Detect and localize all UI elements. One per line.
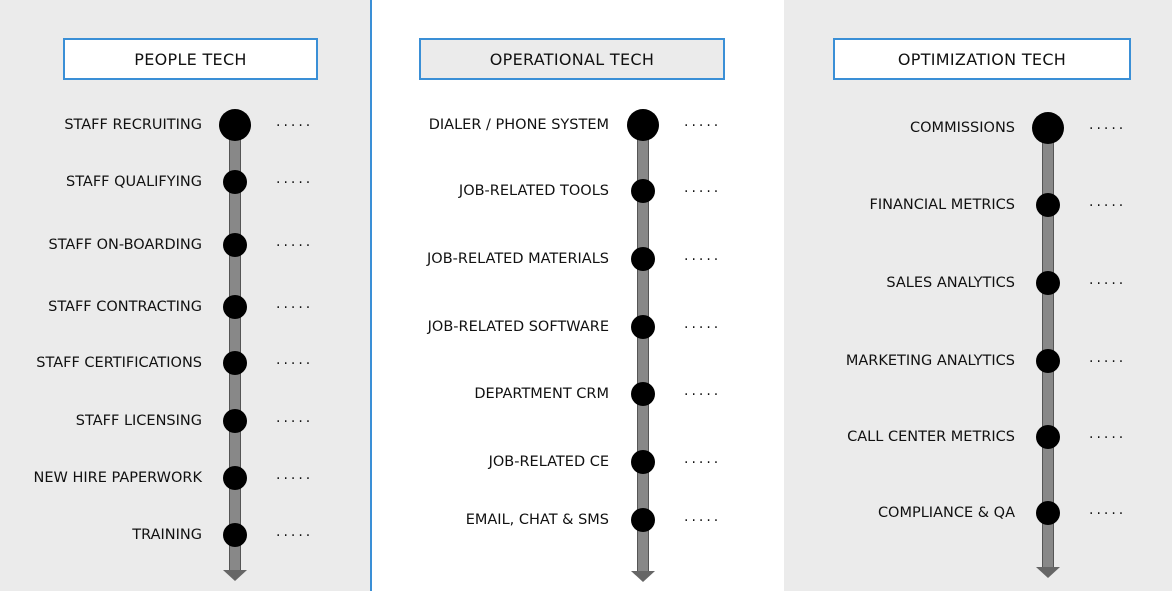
item-label: DIALER / PHONE SYSTEM [428,117,609,133]
item-label: STAFF QUALIFYING [65,174,202,190]
item-label: SALES ANALYTICS [886,275,1015,291]
timeline-node [1036,349,1060,373]
timeline-node [223,523,247,547]
item-label: CALL CENTER METRICS [847,429,1015,445]
dotted-leader: ..... [276,466,314,483]
item-label: COMMISSIONS [910,120,1015,136]
timeline-node [223,466,247,490]
timeline-node [627,109,659,141]
item-label: JOB-RELATED CE [488,454,609,470]
item-label: MARKETING ANALYTICS [845,353,1015,369]
item-label: NEW HIRE PAPERWORK [33,470,202,486]
dotted-leader: ..... [1089,501,1127,518]
timeline-node [1036,193,1060,217]
item-label: STAFF CONTRACTING [48,299,202,315]
item-label: STAFF LICENSING [75,413,202,429]
dotted-leader: ..... [276,233,314,250]
dotted-leader: ..... [276,295,314,312]
dotted-leader: ..... [684,315,722,332]
item-label: EMAIL, CHAT & SMS [465,512,609,528]
timeline-node [223,233,247,257]
operational-tech-panel [370,0,786,591]
dotted-leader: ..... [1089,193,1127,210]
timeline-node [631,247,655,271]
timeline-node [223,409,247,433]
dotted-leader: ..... [684,247,722,264]
dotted-leader: ..... [276,523,314,540]
dotted-leader: ..... [684,508,722,525]
dotted-leader: ..... [276,409,314,426]
timeline-node [223,351,247,375]
dotted-leader: ..... [1089,425,1127,442]
item-label: STAFF RECRUITING [64,117,202,133]
column-header: PEOPLE TECH [63,38,318,80]
column-header: OPERATIONAL TECH [419,38,725,80]
arrow-down-icon [223,570,247,581]
item-label: JOB-RELATED TOOLS [458,183,609,199]
dotted-leader: ..... [684,450,722,467]
item-label: STAFF ON-BOARDING [48,237,203,253]
dotted-leader: ..... [684,113,722,130]
item-label: COMPLIANCE & QA [877,505,1015,521]
dotted-leader: ..... [276,351,314,368]
timeline-node [631,179,655,203]
item-label: JOB-RELATED SOFTWARE [427,319,609,335]
item-label: JOB-RELATED MATERIALS [427,251,609,267]
arrow-down-icon [1036,567,1060,578]
dotted-leader: ..... [684,382,722,399]
timeline-node [219,109,251,141]
column-header: OPTIMIZATION TECH [833,38,1131,80]
dotted-leader: ..... [276,170,314,187]
item-label: DEPARTMENT CRM [474,386,609,402]
timeline-node [631,382,655,406]
timeline-node [1036,501,1060,525]
timeline-node [631,315,655,339]
dotted-leader: ..... [276,113,314,130]
optimization-tech-panel [784,0,1172,591]
dotted-leader: ..... [1089,271,1127,288]
timeline-node [1036,425,1060,449]
people-tech-panel [0,0,370,591]
item-label: FINANCIAL METRICS [869,197,1015,213]
dotted-leader: ..... [1089,349,1127,366]
timeline-node [223,295,247,319]
item-label: TRAINING [132,527,202,543]
timeline-node [223,170,247,194]
arrow-down-icon [631,571,655,582]
item-label: STAFF CERTIFICATIONS [36,355,202,371]
timeline-node [631,508,655,532]
timeline-node [1032,112,1064,144]
dotted-leader: ..... [684,179,722,196]
timeline-node [631,450,655,474]
dotted-leader: ..... [1089,116,1127,133]
timeline-node [1036,271,1060,295]
